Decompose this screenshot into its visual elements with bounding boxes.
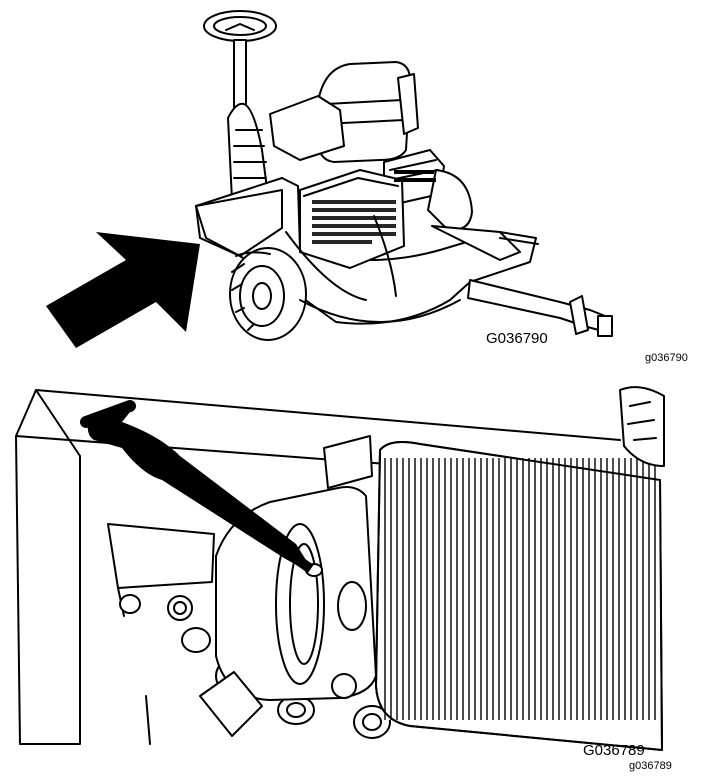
figure-label: G036790 [486,330,548,347]
figure-code: g036790 [645,352,688,364]
grease-detail-illustration [15,386,665,751]
bracket [107,523,215,589]
grease-gun [80,400,314,574]
pointer-arrow [46,232,200,348]
machine-overview-figure: G036790 g036790 [0,0,701,372]
figure-label: G036789 [583,742,645,759]
grease-fitting-figure: G036789 g036789 [0,376,701,776]
figure-code: g036789 [629,760,672,772]
grille-pattern [312,170,436,244]
machine-illustration [46,10,613,348]
tow-hitch [467,279,611,333]
frame-plate [15,389,81,745]
